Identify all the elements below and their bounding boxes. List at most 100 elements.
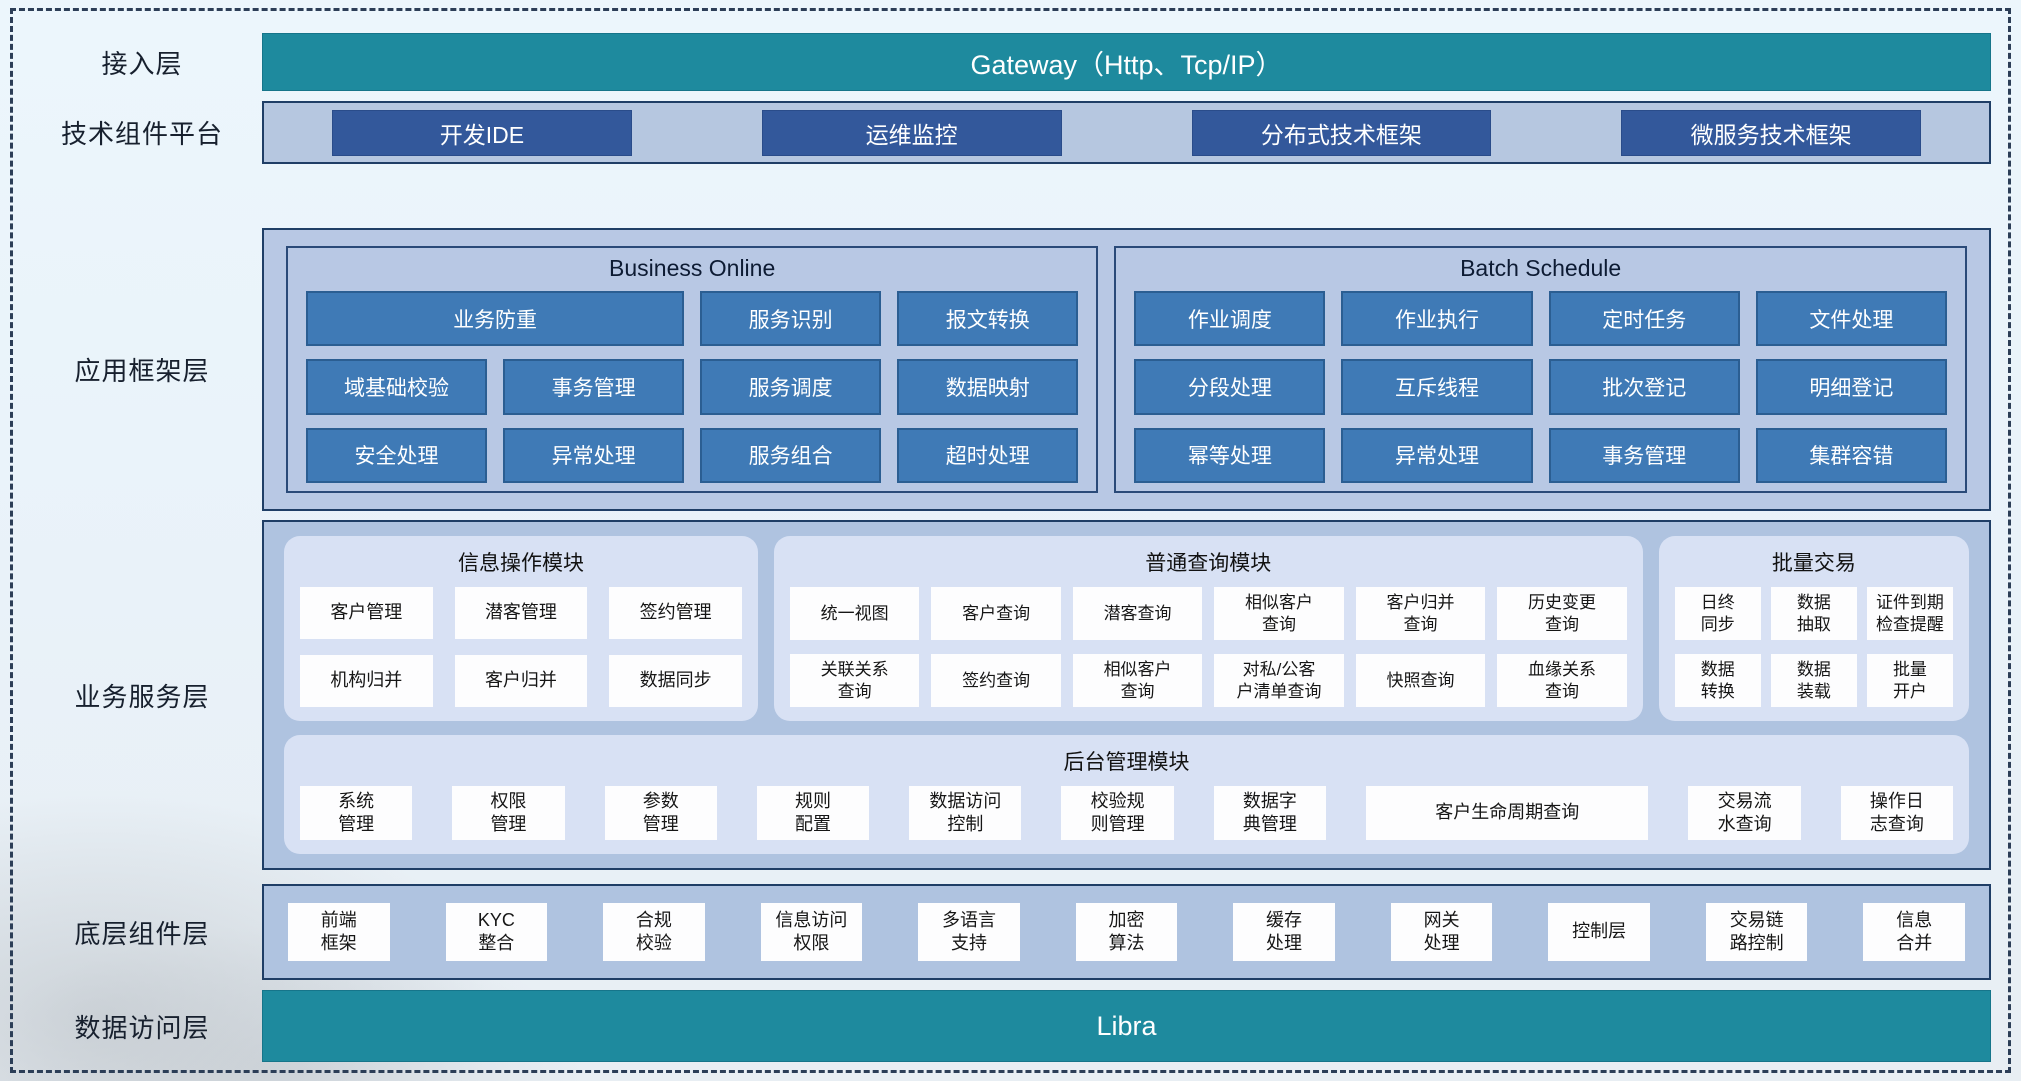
admin-box: 操作日 志查询 (1840, 786, 1954, 840)
service-modules-row: 信息操作模块 客户管理潜客管理签约管理机构归并客户归并数据同步 普通查询模块 统… (284, 536, 1969, 721)
service-box: 机构归并 (300, 655, 433, 707)
normal-query-module-title: 普通查询模块 (1145, 552, 1272, 575)
admin-box: 校验规 则管理 (1061, 786, 1174, 840)
framework-box: 服务识别 (700, 291, 882, 347)
service-box: 历史变更 查询 (1497, 587, 1627, 640)
batch-schedule-panel: Batch Schedule 作业调度作业执行定时任务文件处理分段处理互斥线程批… (1114, 246, 1967, 493)
component-box: 合规 校验 (603, 903, 705, 961)
admin-box: 规则 配置 (756, 786, 870, 840)
data-access-row: 数据访问层 Libra (22, 990, 1991, 1062)
batch-schedule-title: Batch Schedule (1460, 255, 1622, 281)
service-box: 数据 抽取 (1770, 587, 1857, 640)
batch-transaction-grid: 日终 同步数据 抽取证件到期 检查提醒数据 转换数据 装载批量 开户 (1674, 587, 1953, 707)
framework-box: 安全处理 (306, 427, 488, 483)
layer-label-component: 底层组件层 (74, 918, 210, 949)
service-box: 相似客户 查询 (1072, 654, 1203, 707)
component-layer-row: 底层组件层 前端 框架 KYC 整合合规 校验信息访问 权限多语言 支持加密 算法… (22, 884, 1991, 980)
access-layer-row: 接入层 Gateway（Http、Tcp/IP） (22, 33, 1991, 91)
service-box: 数据 装载 (1770, 654, 1857, 707)
info-operation-module: 信息操作模块 客户管理潜客管理签约管理机构归并客户归并数据同步 (284, 536, 758, 721)
framework-box: 幂等处理 (1134, 427, 1326, 483)
info-operation-grid: 客户管理潜客管理签约管理机构归并客户归并数据同步 (300, 587, 742, 707)
app-framework-row: 应用框架层 Business Online 业务防重服务识别报文转换域基础校验事… (22, 228, 1991, 511)
service-box: 相似客户 查询 (1214, 587, 1344, 640)
layer-label-app-framework: 应用框架层 (74, 356, 210, 386)
business-service-row: 业务服务层 信息操作模块 客户管理潜客管理签约管理机构归并客户归并数据同步 普通… (22, 520, 1991, 870)
app-framework-panel: Business Online 业务防重服务识别报文转换域基础校验事务管理服务调… (262, 228, 1991, 511)
service-box: 潜客管理 (454, 587, 588, 639)
component-box: 交易链 路控制 (1705, 903, 1808, 961)
component-box: 信息访问 权限 (760, 903, 863, 961)
service-box: 数据 转换 (1674, 654, 1761, 707)
gateway-bar-label: Gateway（Http、Tcp/IP） (970, 49, 1283, 80)
service-box: 批量 开户 (1866, 654, 1953, 707)
business-online-grid: 业务防重服务识别报文转换域基础校验事务管理服务调度数据映射安全处理异常处理服务组… (288, 291, 1096, 491)
service-box: 潜客查询 (1072, 587, 1203, 640)
admin-box: 客户生命周期查询 (1366, 786, 1649, 840)
normal-query-grid: 统一视图客户查询潜客查询相似客户 查询客户归并 查询历史变更 查询关联关系 查询… (789, 587, 1627, 707)
admin-box: 数据字 典管理 (1213, 786, 1327, 840)
framework-box: 文件处理 (1755, 291, 1947, 347)
libra-bar-label: Libra (1096, 1010, 1157, 1041)
tech-component-box: 运维监控 (761, 109, 1062, 156)
admin-box: 权限 管理 (452, 786, 565, 840)
framework-box: 异常处理 (503, 427, 685, 483)
admin-box: 交易流 水查询 (1688, 786, 1801, 840)
tech-component-box: 分布式技术框架 (1191, 109, 1492, 156)
admin-box: 数据访问 控制 (909, 786, 1022, 840)
admin-management-module: 后台管理模块 系统 管理权限 管理参数 管理规则 配置数据访问 控制校验规 则管… (284, 735, 1969, 854)
component-box: 加密 算法 (1075, 903, 1178, 961)
component-layer-panel: 前端 框架 KYC 整合合规 校验信息访问 权限多语言 支持加密 算法缓存 处理网… (262, 884, 1991, 980)
service-box: 客户归并 (454, 655, 588, 707)
service-box: 关联关系 查询 (789, 654, 920, 707)
component-box: 缓存 处理 (1233, 903, 1335, 961)
tech-component-box: 开发IDE (332, 109, 632, 156)
framework-box: 明细登记 (1755, 359, 1947, 415)
service-box: 签约查询 (931, 654, 1061, 707)
gateway-bar: Gateway（Http、Tcp/IP） (262, 33, 1991, 91)
layer-label-business-service: 业务服务层 (74, 681, 210, 712)
component-box: 网关 处理 (1390, 903, 1493, 961)
framework-box: 作业调度 (1134, 291, 1326, 347)
framework-box: 业务防重 (306, 291, 685, 347)
service-box: 客户管理 (300, 587, 433, 639)
component-grid: 前端 框架 KYC 整合合规 校验信息访问 权限多语言 支持加密 算法缓存 处理网… (264, 903, 1989, 961)
tech-platform-panel: 开发IDE 运维监控 分布式技术框架 微服务技术框架 (262, 101, 1991, 164)
component-box: 控制层 (1548, 903, 1650, 961)
framework-box: 集群容错 (1755, 427, 1947, 483)
framework-box: 域基础校验 (306, 359, 488, 415)
layer-label-data-access: 数据访问层 (74, 1012, 210, 1043)
service-box: 客户归并 查询 (1355, 587, 1486, 640)
service-box: 对私/公客 户清单查询 (1214, 654, 1344, 707)
business-service-panel: 信息操作模块 客户管理潜客管理签约管理机构归并客户归并数据同步 普通查询模块 统… (262, 520, 1991, 870)
admin-management-module-title: 后台管理模块 (1063, 751, 1190, 774)
framework-box: 互斥线程 (1341, 359, 1533, 415)
component-box: KYC 整合 (445, 903, 548, 961)
framework-box: 服务调度 (700, 359, 882, 415)
normal-query-module: 普通查询模块 统一视图客户查询潜客查询相似客户 查询客户归并 查询历史变更 查询… (773, 536, 1643, 721)
batch-transaction-module: 批量交易 日终 同步数据 抽取证件到期 检查提醒数据 转换数据 装载批量 开户 (1658, 536, 1969, 721)
service-box: 日终 同步 (1674, 587, 1761, 640)
batch-transaction-module-title: 批量交易 (1771, 552, 1856, 575)
framework-box: 超时处理 (897, 427, 1079, 483)
service-box: 签约管理 (609, 587, 742, 639)
service-box: 客户查询 (931, 587, 1061, 640)
tech-component-box: 微服务技术框架 (1621, 109, 1921, 156)
info-operation-module-title: 信息操作模块 (457, 552, 584, 575)
admin-management-grid: 系统 管理权限 管理参数 管理规则 配置数据访问 控制校验规 则管理数据字 典管… (300, 786, 1954, 840)
component-box: 信息 合并 (1863, 903, 1966, 961)
layer-label-access: 接入层 (101, 48, 183, 79)
framework-box: 服务组合 (700, 427, 882, 483)
business-online-panel: Business Online 业务防重服务识别报文转换域基础校验事务管理服务调… (286, 246, 1099, 493)
component-box: 多语言 支持 (918, 903, 1020, 961)
framework-box: 分段处理 (1134, 359, 1326, 415)
component-box: 前端 框架 (288, 903, 390, 961)
batch-schedule-grid: 作业调度作业执行定时任务文件处理分段处理互斥线程批次登记明细登记幂等处理异常处理… (1116, 291, 1965, 491)
framework-box: 定时任务 (1548, 291, 1740, 347)
framework-box: 数据映射 (897, 359, 1079, 415)
service-box: 证件到期 检查提醒 (1866, 587, 1953, 640)
framework-box: 异常处理 (1341, 427, 1533, 483)
business-online-title: Business Online (609, 255, 776, 281)
